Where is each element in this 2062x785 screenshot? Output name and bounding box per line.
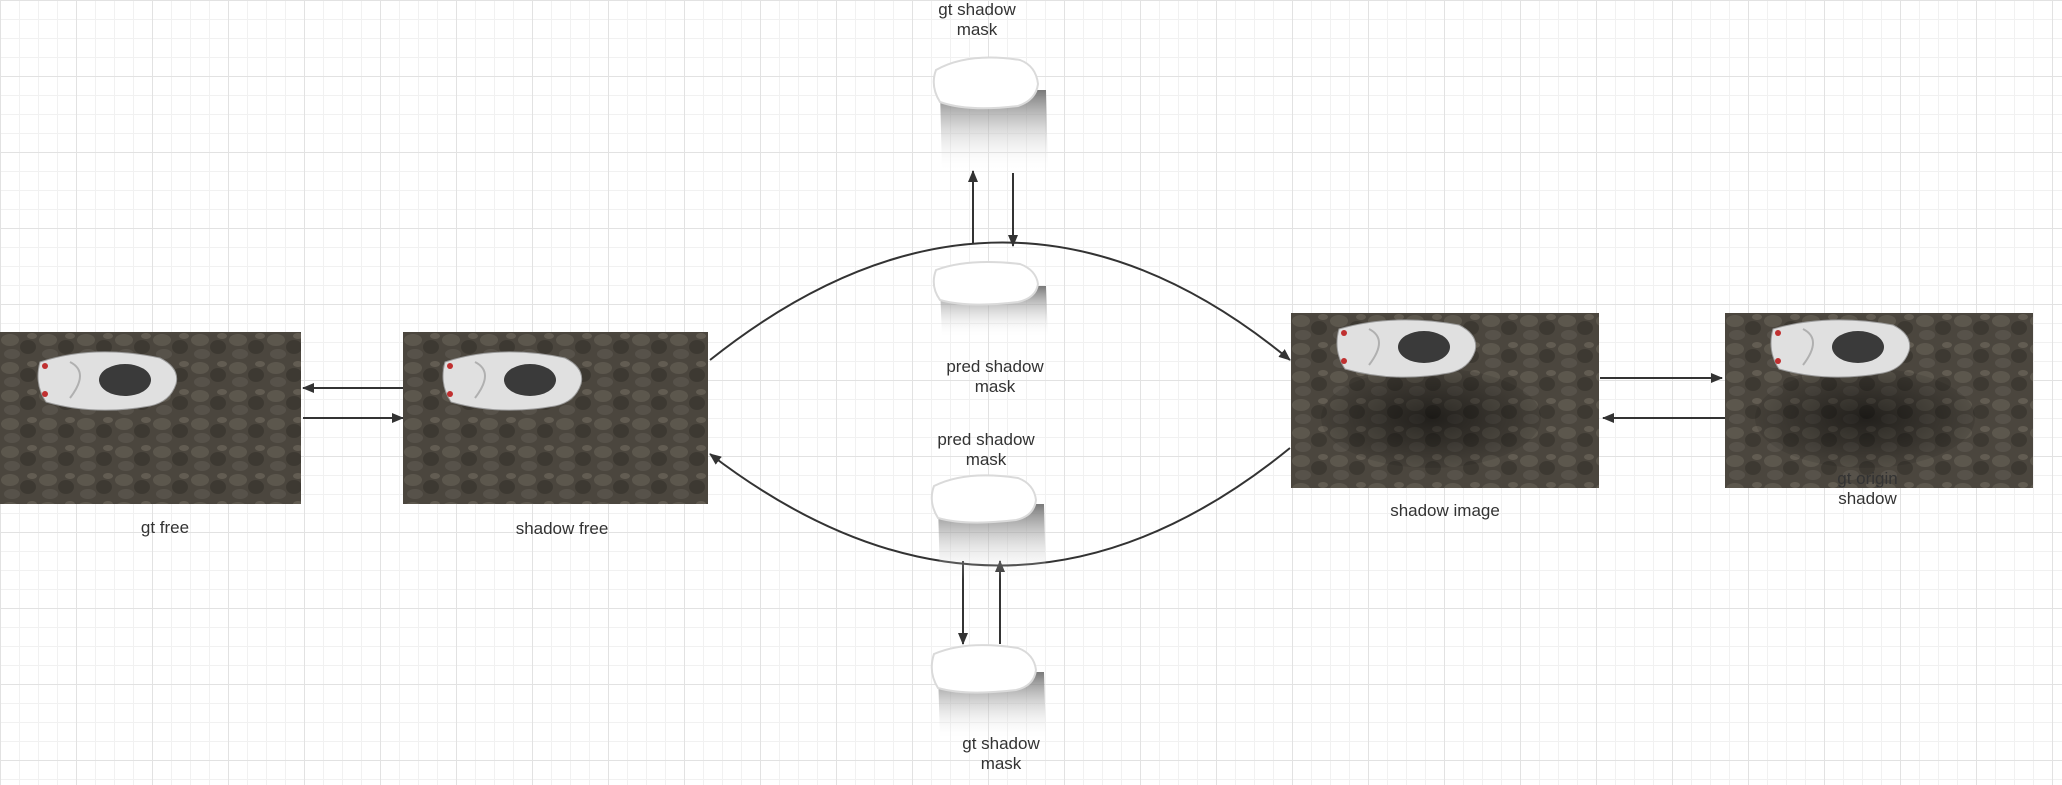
gt-origin-shadow-label: gt origin shadow xyxy=(1837,469,1898,508)
gt-free-label: gt free xyxy=(140,518,190,537)
gt-shadow-mask-bottom-image xyxy=(926,640,1056,740)
gt-origin-shadow-image xyxy=(1725,313,2033,488)
shadow-free-label: shadow free xyxy=(515,519,609,538)
pred-shadow-mask-bottom-image xyxy=(926,468,1056,580)
car-icon xyxy=(37,351,178,411)
shadow-image-image xyxy=(1291,313,1599,488)
pred-shadow-mask-top-image xyxy=(928,258,1058,338)
arc-shadow-free-to-shadow-image xyxy=(709,241,1291,361)
car-icon xyxy=(1770,319,1911,378)
pred-shadow-mask-bottom-label: pred shadow mask xyxy=(937,430,1035,469)
shadow-free-image xyxy=(403,332,708,504)
gt-shadow-mask-bottom-label: gt shadow mask xyxy=(962,734,1040,773)
car-icon xyxy=(442,351,583,411)
shadow-image-label: shadow image xyxy=(1390,501,1500,520)
car-icon xyxy=(1336,319,1477,378)
gt-shadow-mask-top-label: gt shadow mask xyxy=(938,0,1016,39)
gt-shadow-mask-top-image xyxy=(928,50,1058,172)
pred-shadow-mask-top-label: pred shadow mask xyxy=(946,357,1044,396)
gt-free-image xyxy=(0,332,301,504)
